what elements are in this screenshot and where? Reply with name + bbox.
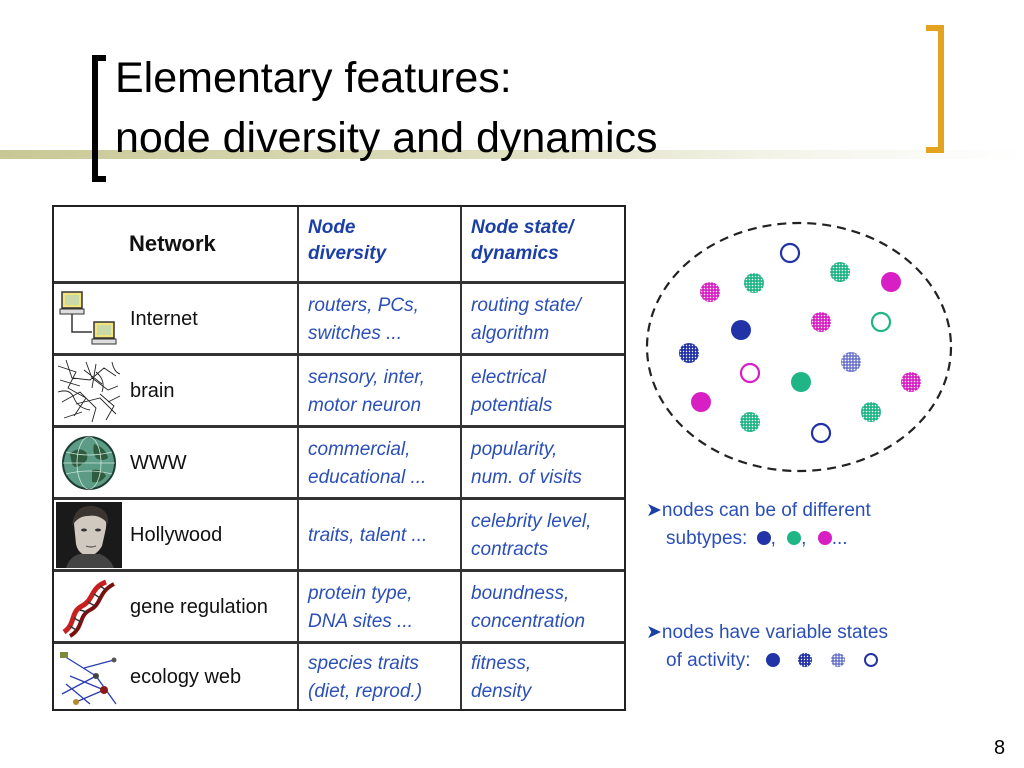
network-name: Hollywood [130,524,223,546]
network-table: Network Node diversity Node state/ dynam… [52,205,626,711]
low-activity-node-icon [831,653,846,667]
node [861,402,881,422]
header-node-dynamics: Node state/ dynamics [471,217,574,264]
node [811,312,831,332]
green-node-icon [787,531,802,545]
high-activity-node-icon [798,653,813,667]
title-right-bracket [926,25,944,153]
node [744,273,764,293]
node [691,392,711,412]
table-row: WWW commercial, educational ... populari… [54,425,624,497]
table-row: ecology web species traits (diet, reprod… [54,641,624,709]
node [679,343,699,363]
inactive-node-icon [863,653,878,667]
node-diversity-diagram [645,221,953,473]
node [731,320,751,340]
globe-icon [62,436,116,490]
node [779,242,801,264]
title-left-bracket [92,55,106,182]
network-name: gene regulation [130,596,268,618]
table-row: Internet routers, PCs, switches ... rout… [54,281,624,353]
node [740,412,760,432]
node [841,352,861,372]
neuron-sketch-icon [57,359,121,423]
subtypes-legend: ➤nodes can be of different subtypes: , ,… [646,500,871,549]
node [700,282,720,302]
table-row: Hollywood traits, talent ... celebrity l… [54,497,624,569]
table-row: brain sensory, inter, motor neuron elect… [54,353,624,425]
slide-title: Elementary features: node diversity and … [115,48,658,168]
network-name: brain [130,380,175,402]
network-name: ecology web [130,666,242,688]
arrow-bullet-icon: ➤ [646,500,662,521]
food-web-icon [60,652,117,705]
title-line-1: Elementary features: [115,54,512,102]
arrow-bullet-icon: ➤ [646,622,662,643]
header-network: Network [129,231,216,256]
node [810,422,832,444]
header-node-diversity: Node diversity [308,217,387,264]
subtypes-text: nodes can be of different [661,500,871,521]
node [739,362,761,384]
blue-node-icon [756,531,771,545]
network-boundary [645,221,953,473]
magenta-node-icon [817,531,832,545]
activity-legend: ➤nodes have variable states of activity: [646,622,888,671]
actor-portrait-icon [56,502,122,568]
dna-helix-icon [62,579,116,638]
computer-network-icon [59,291,117,345]
table-row: gene regulation protein type, DNA sites … [54,569,624,641]
node [791,372,811,392]
network-name: Internet [130,308,198,330]
full-activity-node-icon [765,653,780,667]
title-rule [0,150,1024,159]
title-line-2: node diversity and dynamics [115,114,658,162]
network-name: WWW [130,452,187,474]
table-header-row: Network Node diversity Node state/ dynam… [54,207,624,281]
activity-text: nodes have variable states [661,622,888,643]
node [830,262,850,282]
node [901,372,921,392]
node [870,311,892,333]
page-number: 8 [994,737,1006,759]
node [881,272,901,292]
